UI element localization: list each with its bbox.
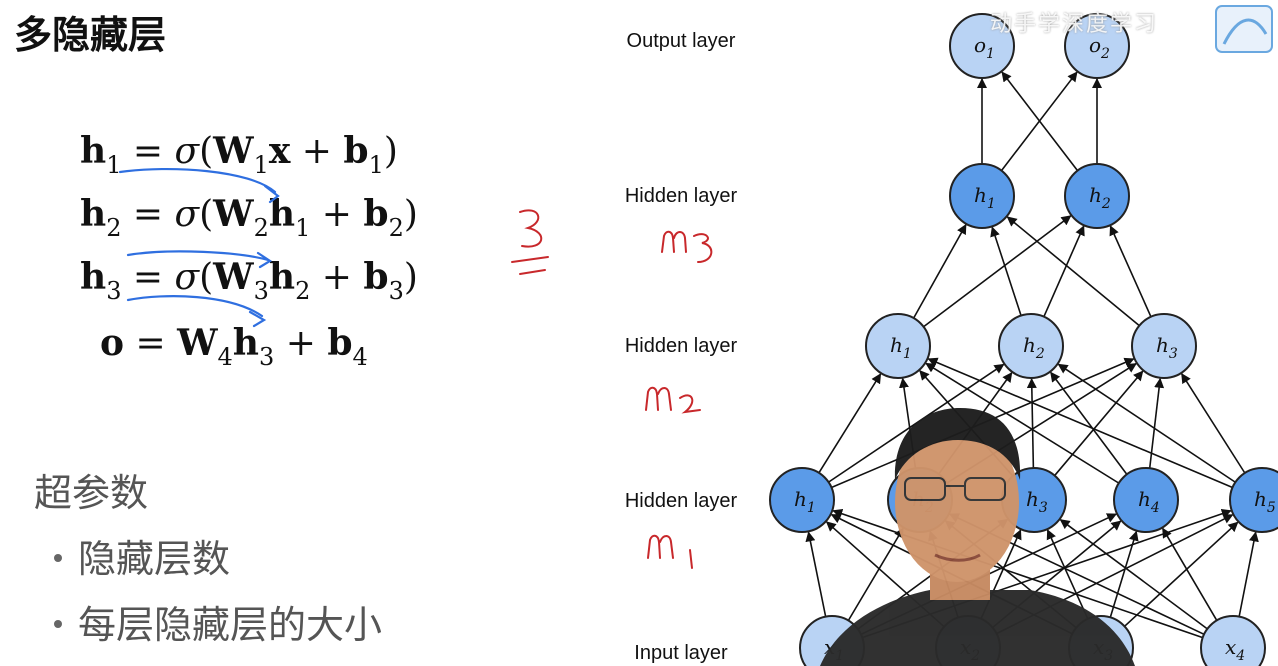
layer-label-hidden2: Hidden layer: [624, 335, 738, 357]
edge-arrow: [1109, 225, 1152, 318]
bullet-dot: [54, 619, 62, 628]
edge-arrow: [927, 357, 1233, 489]
node-circle: [1131, 313, 1197, 379]
edge-arrow: [1057, 363, 1236, 483]
bullet-hidden-layer-count: 隐藏层数: [54, 528, 230, 583]
edge-arrow: [1181, 372, 1246, 474]
edge-arrow: [1109, 530, 1139, 618]
layer-label-hidden1: Hidden layer: [624, 490, 738, 512]
edge-arrow: [1162, 527, 1218, 621]
edge-arrow: [990, 226, 1022, 316]
edge-arrow: [1124, 521, 1239, 627]
presenter-hair: [894, 408, 1021, 480]
node-circle: [1200, 615, 1266, 666]
output-node-1: o1: [949, 13, 1015, 79]
node-circle: [998, 313, 1064, 379]
watermark-text: 动手学深度学习: [990, 12, 1159, 37]
ink-m2: [645, 386, 701, 414]
hidden2-node-2: h2: [998, 313, 1064, 379]
hidden3-node-2: h2: [1064, 163, 1130, 229]
edge-arrow: [1043, 225, 1085, 318]
presenter-glasses: [904, 477, 1006, 501]
handwritten-red-notes: [511, 209, 713, 569]
ink-arrow-3: [126, 295, 267, 328]
slide-title: 多隐藏层: [14, 13, 167, 57]
equation-h2: h2 = σ(W2h1 + b2): [80, 193, 418, 242]
edge-arrow: [923, 215, 1072, 328]
ink-arrow-2: [126, 250, 273, 269]
edge-arrow: [1238, 531, 1259, 617]
presenter-face: [895, 422, 1019, 582]
edge-arrow: [1059, 519, 1208, 630]
presenter-mouth: [934, 553, 981, 562]
equation-o: o = W4h3 + b4: [100, 322, 368, 371]
ink-three: [519, 209, 543, 248]
bilibili-logo-icon: [1215, 5, 1273, 53]
edge-arrow: [1006, 216, 1140, 327]
presenter: [820, 408, 1135, 666]
input-node-4: x4: [1200, 615, 1266, 666]
ink-m3: [661, 230, 713, 263]
edge-arrow: [818, 373, 882, 474]
node-circle: [1064, 13, 1130, 79]
hidden1-node-4: h4: [1113, 467, 1179, 533]
node-circle: [1229, 467, 1278, 533]
bullet-hidden-layer-size: 每层隐藏层的大小: [54, 594, 382, 649]
hidden2-node-1: h1: [865, 313, 931, 379]
edge-arrow: [1026, 377, 1037, 469]
node-circle: [1113, 467, 1179, 533]
edge-arrow: [912, 223, 967, 319]
output-node-2: o2: [1064, 13, 1130, 79]
node-circle: [769, 467, 835, 533]
hidden1-node-1: h1: [769, 467, 835, 533]
node-circle: [1064, 163, 1130, 229]
node-circle: [949, 13, 1015, 79]
presenter-shirt: [820, 590, 1135, 666]
hidden3-node-1: h1: [949, 163, 1015, 229]
node-circle: [949, 163, 1015, 229]
edge-arrow: [1046, 529, 1089, 620]
node-circle: [865, 313, 931, 379]
ink-m1: [647, 534, 693, 569]
hidden2-node-3: h3: [1131, 313, 1197, 379]
layer-label-hidden3: Hidden layer: [624, 185, 738, 207]
layer-label-input: Input layer: [634, 642, 728, 664]
hyperparams-heading: 超参数: [34, 471, 149, 515]
edge-arrow: [805, 531, 827, 617]
edge-arrow: [1001, 71, 1079, 172]
edge-arrow: [832, 508, 1203, 639]
ink-underline: [511, 256, 549, 275]
equation-h1: h1 = σ(W1x + b1): [80, 130, 398, 179]
edge-arrow: [925, 362, 1120, 484]
ink-arrow-1: [118, 167, 280, 204]
handwritten-blue-arrows: [118, 167, 280, 328]
edge-arrow: [1054, 370, 1144, 477]
edge-arrow: [847, 527, 904, 621]
hidden1-node-5: h5: [1229, 467, 1278, 533]
bullet-dot: [54, 553, 62, 562]
equation-h3: h3 = σ(W3h2 + b3): [80, 256, 418, 305]
layer-label-output: Output layer: [626, 30, 736, 52]
edge-arrow: [1050, 371, 1128, 475]
